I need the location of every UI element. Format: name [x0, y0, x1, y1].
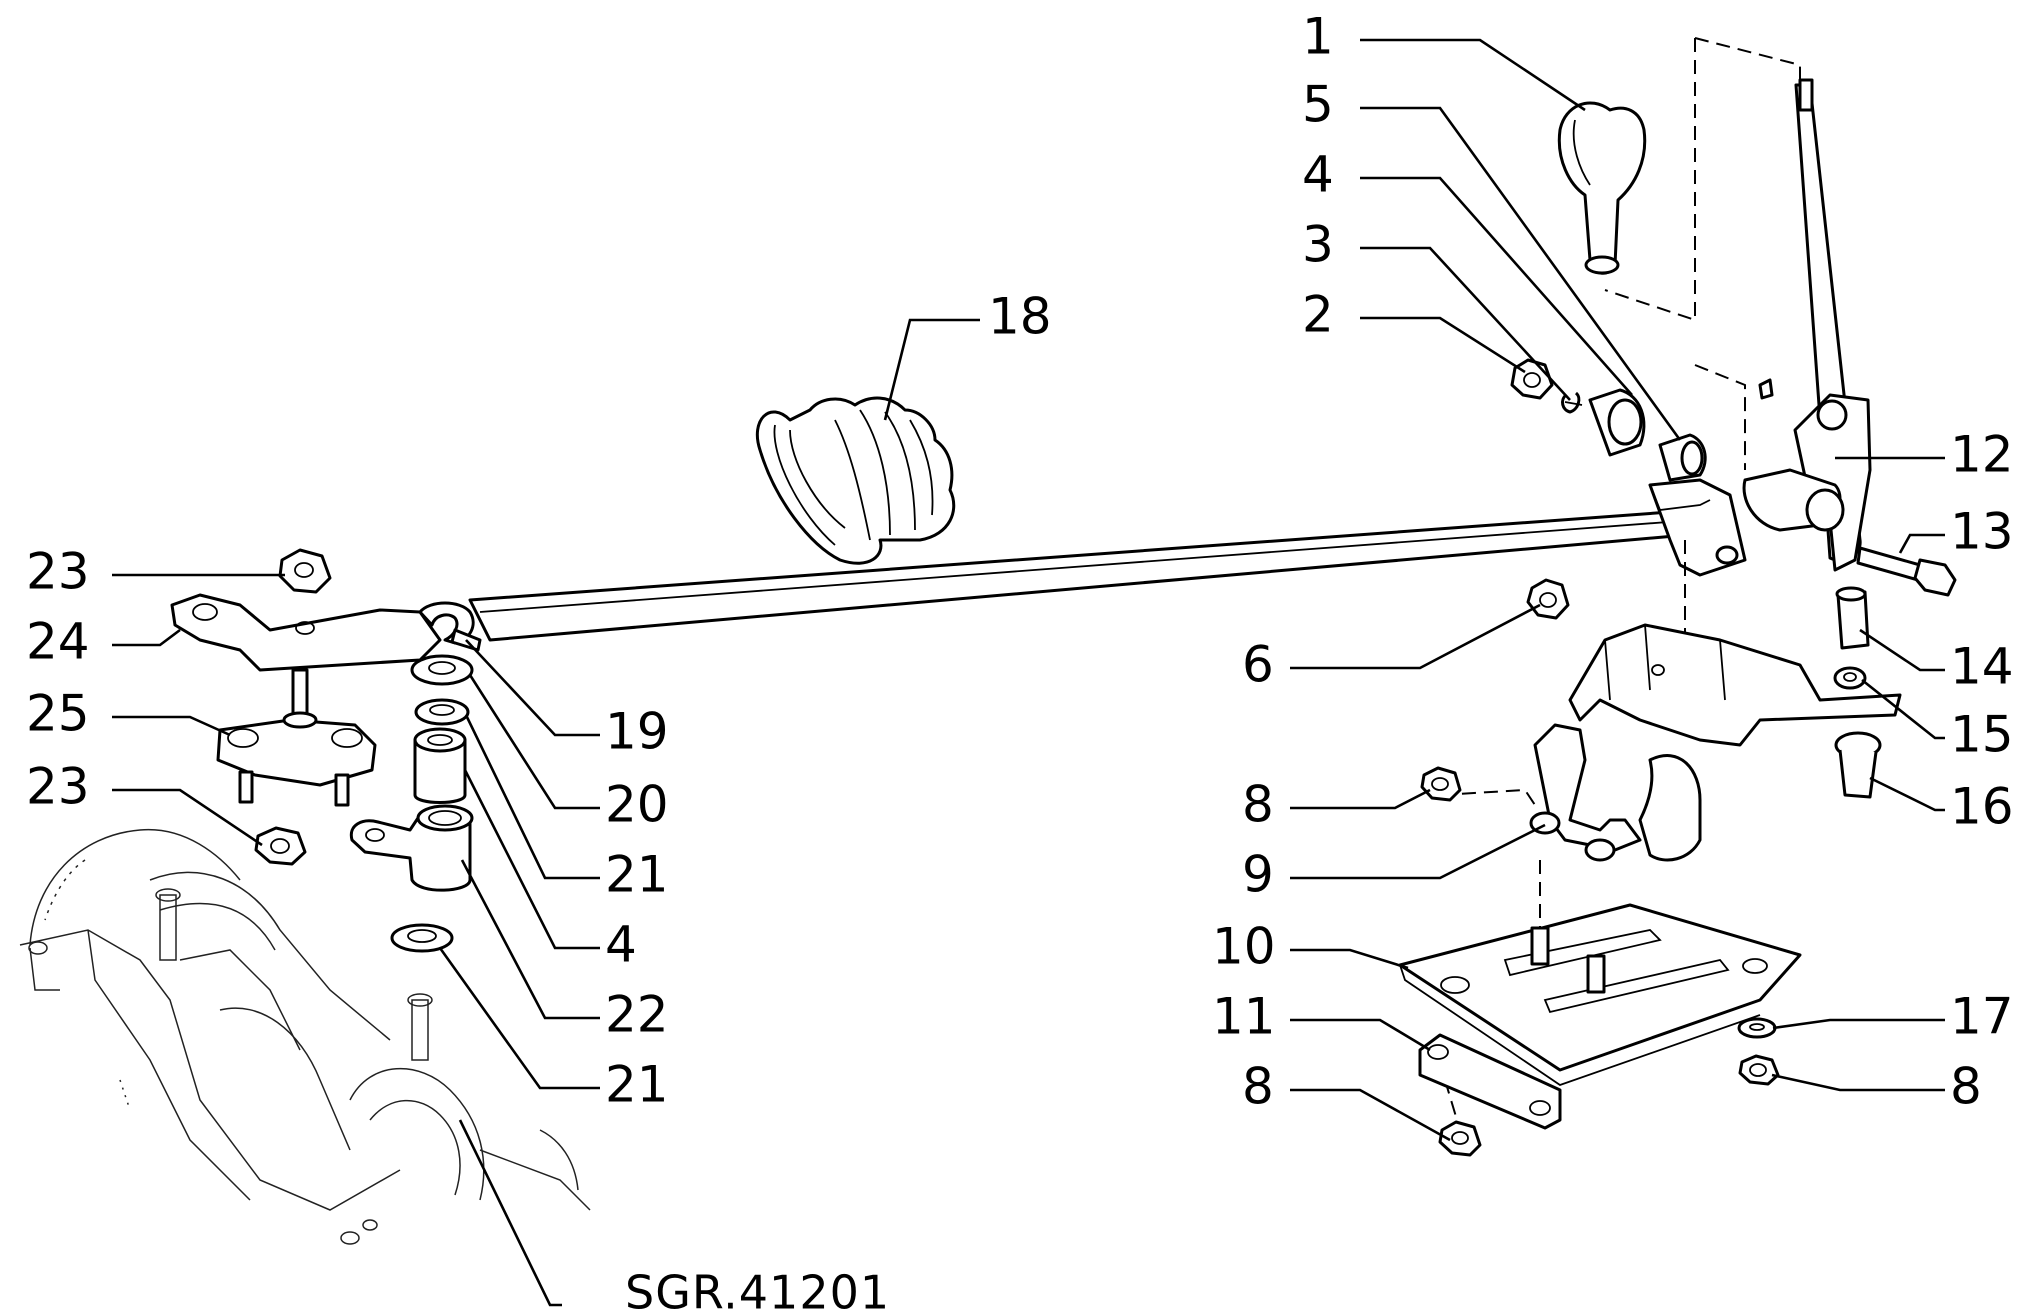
callout-11: 11	[1212, 988, 1276, 1046]
callout-19: 19	[605, 703, 669, 761]
bushing-4	[1588, 388, 1646, 457]
callout-10: 10	[1212, 918, 1276, 976]
drawing-code: SGR.41201	[625, 1266, 890, 1314]
washer-17	[1737, 1017, 1777, 1039]
callout-23-upper: 23	[26, 543, 90, 601]
callout-21-lower: 21	[605, 1056, 669, 1114]
washer-20	[410, 654, 474, 686]
nut-23-upper	[278, 548, 332, 594]
callout-18: 18	[988, 288, 1052, 346]
callout-13: 13	[1950, 503, 2014, 561]
callout-6: 6	[1242, 636, 1274, 694]
callout-25: 25	[26, 685, 90, 743]
bushing-4-left	[413, 727, 467, 804]
washer-21-upper	[414, 698, 470, 726]
nut-6	[1526, 578, 1570, 620]
nut-8-right	[1738, 1054, 1780, 1086]
pivot-arm-22	[349, 804, 474, 892]
nut-2	[1510, 358, 1554, 400]
callout-4-left: 4	[605, 916, 637, 974]
leader-lines	[112, 38, 1945, 1307]
callout-8-upper: 8	[1242, 776, 1274, 834]
callout-1: 1	[1302, 8, 1334, 66]
callout-labels: 1 5 4 3 2 18 12 13 23 24 6 14 25 19 15 2…	[26, 8, 2014, 1116]
washer-15	[1833, 666, 1867, 690]
callout-22: 22	[605, 986, 669, 1044]
transmission-housing-ghost	[19, 828, 591, 1245]
rod-clevis	[1648, 478, 1747, 577]
bolt-13	[1856, 546, 1957, 597]
callout-5: 5	[1302, 76, 1334, 134]
base-plate-10	[1398, 903, 1802, 1086]
gear-knob	[1557, 101, 1647, 275]
support-bracket-9	[1529, 623, 1902, 862]
clip-19	[418, 601, 482, 652]
callout-14: 14	[1950, 638, 2014, 696]
nut-23-lower	[254, 826, 307, 866]
callout-15: 15	[1950, 706, 2014, 764]
callout-8-right: 8	[1950, 1058, 1982, 1116]
callout-17: 17	[1950, 988, 2014, 1046]
callout-12: 12	[1950, 426, 2014, 484]
lever-plate-24	[170, 593, 442, 672]
callout-21-upper: 21	[605, 846, 669, 904]
nut-8-lower	[1438, 1120, 1482, 1157]
alignment-lines	[1439, 37, 1801, 1131]
callout-9: 9	[1242, 846, 1274, 904]
callout-2: 2	[1302, 286, 1334, 344]
callout-8-lower: 8	[1242, 1058, 1274, 1116]
link-plate-11	[1418, 1033, 1562, 1130]
pin-5	[1658, 433, 1707, 482]
callout-3: 3	[1302, 216, 1334, 274]
spacer-14	[1835, 586, 1870, 650]
rubber-boot	[755, 396, 956, 565]
shift-rod	[468, 510, 1681, 642]
callout-4-top: 4	[1302, 146, 1334, 204]
nut-8-upper	[1420, 766, 1462, 802]
lever-block-25	[216, 668, 377, 807]
washer-21-lower	[390, 923, 454, 953]
callout-23-lower: 23	[26, 758, 90, 816]
gear-lever	[1742, 78, 1872, 572]
callout-24: 24	[26, 613, 90, 671]
bush-16	[1834, 731, 1882, 799]
callout-20: 20	[605, 776, 669, 834]
callout-16: 16	[1950, 778, 2014, 836]
